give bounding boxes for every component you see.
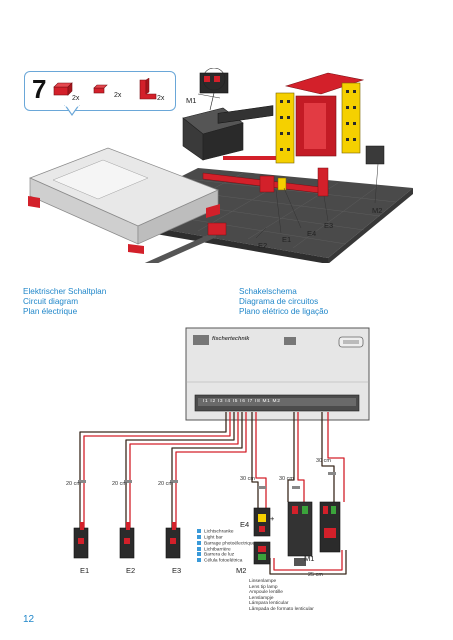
legend-square-icon <box>197 546 201 551</box>
legend-square-icon <box>197 558 201 563</box>
heading-left-en: Circuit diagram <box>23 297 79 306</box>
label-e4: E4 <box>240 520 250 529</box>
motor-assembly-3d <box>182 105 283 161</box>
callout-e4: E4 <box>307 229 317 238</box>
label-m1: M1 <box>304 554 315 563</box>
callout-e1: E1 <box>282 235 292 244</box>
motor-m2-icon <box>319 501 341 553</box>
phototransistor-e4-icon <box>253 507 271 537</box>
label-e3: E3 <box>172 566 182 575</box>
wiring-diagram <box>78 412 347 575</box>
label-m2: M2 <box>236 566 247 575</box>
cable-length-m2: 30 cm <box>316 458 331 464</box>
legend-square-icon <box>197 529 201 533</box>
heading-left-fr: Plan électrique <box>23 307 78 316</box>
label-e2: E2 <box>126 566 136 575</box>
label-e1: E1 <box>80 566 90 575</box>
part-2-qty: 2x <box>114 92 122 99</box>
motor-closeup-3d <box>199 68 229 111</box>
yellow-columns-3d <box>275 82 361 164</box>
heading-right-pt: Plano elétrico de ligação <box>239 307 329 316</box>
motor-m1-icon <box>287 501 313 566</box>
red-block-part-icon <box>53 82 73 96</box>
red-connector-part-icon <box>93 84 108 94</box>
phototransistor-e3-icon <box>165 522 181 559</box>
legend-square-icon <box>197 534 201 539</box>
phototransistor-e1-icon <box>73 522 89 559</box>
lens-lamp-icon <box>253 541 271 565</box>
rail-and-sensors-3d <box>202 145 385 236</box>
actuators <box>253 501 341 566</box>
legend-lens-lamp: Linsenlampe Lens tip lamp Ampoule lentil… <box>249 579 314 612</box>
controller-box-3d <box>28 147 220 263</box>
model-illustration <box>28 68 413 263</box>
controller-brand: fischertechnik <box>212 336 250 342</box>
heading-left-de: Elektrischer Schaltplan <box>23 287 107 296</box>
heading-right: Schakelschema Diagrama de circuitos Plan… <box>239 287 328 317</box>
part-1-qty: 2x <box>72 95 80 102</box>
cable-length-e1: 20 cm <box>66 481 81 487</box>
phototransistor-e2-icon <box>119 522 135 559</box>
part-3-qty: 2x <box>157 95 165 102</box>
callout-m1: M1 <box>186 96 197 105</box>
controller-terminal-strip: I1 I2 I3 I4 I5 I6 I7 I8 M1 M2 <box>203 399 281 404</box>
callout-e2: E2 <box>258 241 268 250</box>
step-parts-icons <box>53 78 157 100</box>
cable-length-e4: 30 cm <box>240 476 255 482</box>
step-box-pointer <box>64 105 80 117</box>
step-number: 7 <box>32 74 47 104</box>
page-number: 12 <box>23 614 35 625</box>
heading-right-nl: Schakelschema <box>239 287 297 296</box>
callout-m2: M2 <box>372 206 383 215</box>
controller-diagram <box>185 327 370 421</box>
legend-square-icon <box>197 540 201 545</box>
cable-length-e2: 20 cm <box>112 481 127 487</box>
heading-left: Elektrischer Schaltplan Circuit diagram … <box>23 287 106 317</box>
cable-length-m1: 30 cm <box>279 476 294 482</box>
callout-e3: E3 <box>324 221 334 230</box>
legend-square-icon <box>197 552 201 557</box>
phototransistors <box>73 522 181 559</box>
cable-length-e3: 20 cm <box>158 481 173 487</box>
label-plus: + <box>270 514 275 523</box>
red-angle-part-icon <box>139 78 157 100</box>
legend-light-bar: Lichtschranke Light bar Barrage photoéle… <box>197 529 255 564</box>
red-gate-3d <box>284 72 365 157</box>
heading-right-es: Diagrama de circuitos <box>239 297 319 306</box>
cable-length-bottom: 25 cm <box>308 572 323 578</box>
